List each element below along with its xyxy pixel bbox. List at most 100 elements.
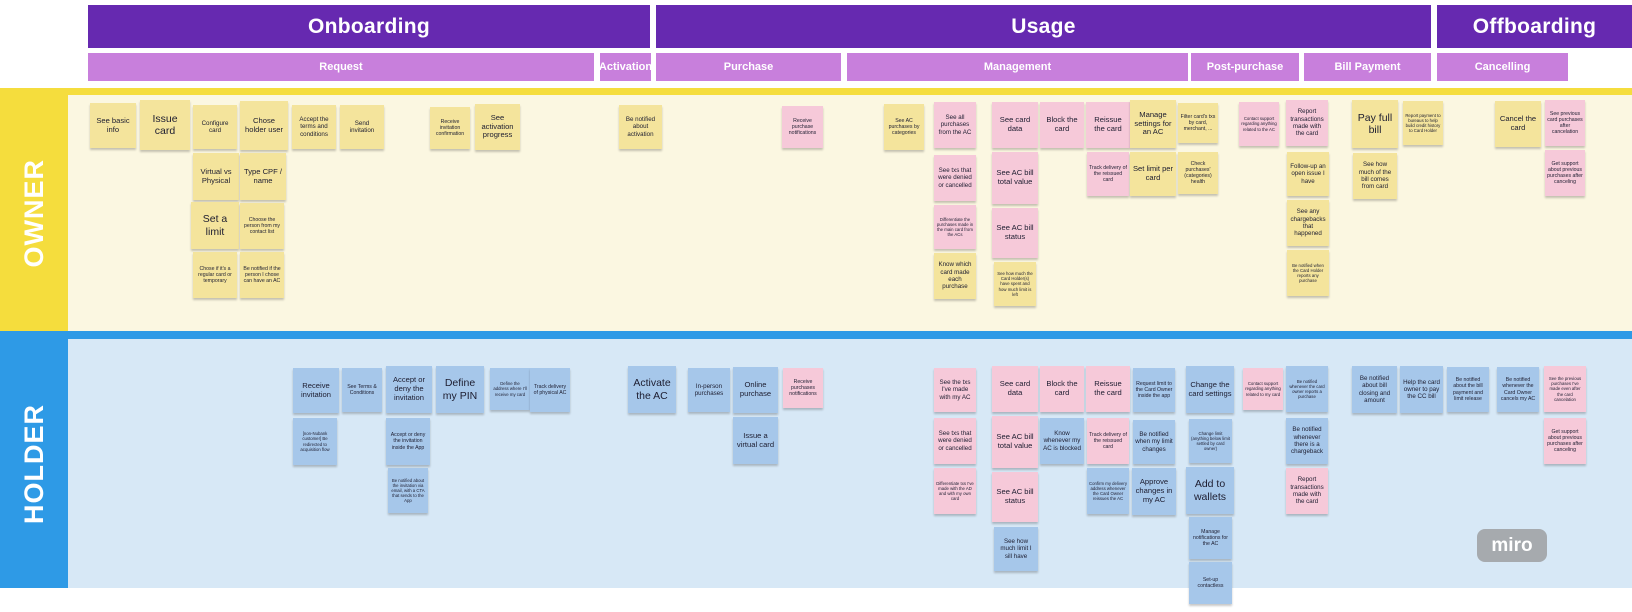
- sticky-note[interactable]: Track delivery of physical AC: [530, 368, 570, 412]
- sticky-note[interactable]: Configure card: [193, 105, 237, 149]
- sticky-note[interactable]: Set limit per card: [1130, 152, 1176, 196]
- sticky-note[interactable]: Receive invitation confirmation: [430, 107, 470, 149]
- sticky-note[interactable]: Block the card: [1040, 102, 1084, 148]
- sticky-note[interactable]: Define the address where I'll receive my…: [490, 368, 530, 410]
- sticky-note[interactable]: Contact support regarding anything relat…: [1239, 102, 1279, 146]
- sticky-note[interactable]: Check purchases' (categories) health: [1178, 152, 1218, 194]
- sticky-note[interactable]: Set-up contactless: [1189, 562, 1232, 604]
- sticky-note[interactable]: See how much of the bill comes from card: [1353, 153, 1397, 199]
- sticky-note[interactable]: Follow-up an open issue I have: [1287, 152, 1329, 196]
- sticky-note[interactable]: See card data: [992, 102, 1038, 148]
- phase-header-onboarding[interactable]: Onboarding: [88, 5, 650, 48]
- sticky-note[interactable]: Differentiate txs I've made with the AD …: [934, 468, 976, 514]
- sticky-note[interactable]: [non-Nubank customer] Be redirected to a…: [293, 418, 337, 465]
- sticky-note[interactable]: Online purchase: [733, 367, 778, 413]
- sticky-note[interactable]: Report transactions made with the card: [1286, 468, 1328, 514]
- sticky-note[interactable]: See Terms & Conditions: [342, 368, 382, 412]
- sticky-note[interactable]: Send invitation: [340, 105, 384, 149]
- sticky-note[interactable]: See card data: [992, 366, 1038, 412]
- sticky-note[interactable]: See AC purchases by categories: [884, 104, 924, 150]
- sticky-note[interactable]: Virtual vs Physical: [193, 153, 239, 200]
- lane-holder-sidebar[interactable]: HOLDER: [0, 339, 68, 588]
- stage-header-purchase[interactable]: Purchase: [656, 53, 841, 81]
- sticky-note[interactable]: Change the card settings: [1186, 366, 1234, 413]
- sticky-note[interactable]: See activation progress: [475, 104, 520, 150]
- sticky-note[interactable]: See how much the Card Holder(s) have spe…: [994, 262, 1036, 306]
- sticky-note[interactable]: Chose holder user: [240, 101, 288, 150]
- stage-header-activation[interactable]: Activation: [599, 53, 652, 81]
- sticky-note[interactable]: Report payment to bureaus to help build …: [1403, 101, 1443, 145]
- sticky-note[interactable]: Reissue the card: [1086, 366, 1130, 412]
- sticky-note[interactable]: See AC bill total value: [992, 416, 1038, 468]
- sticky-note[interactable]: Manage settings for an AC: [1130, 100, 1176, 148]
- sticky-note[interactable]: Be notified about bill closing and amoun…: [1352, 366, 1397, 413]
- sticky-note[interactable]: See AC bill status: [992, 472, 1038, 522]
- sticky-note[interactable]: Be notified about the bill payment and l…: [1447, 367, 1489, 412]
- sticky-note[interactable]: Report transactions made with the card: [1286, 100, 1328, 146]
- sticky-note[interactable]: Differentiate the purchases made in the …: [934, 205, 976, 249]
- sticky-note[interactable]: Be notified whenever the Card Owner canc…: [1497, 367, 1539, 412]
- sticky-note[interactable]: Receive invitation: [293, 368, 339, 413]
- sticky-note[interactable]: Manage notifications for the AC: [1189, 517, 1232, 559]
- sticky-note[interactable]: Be notified when my limit changes: [1133, 420, 1175, 464]
- stage-header-bill-payment[interactable]: Bill Payment: [1304, 53, 1431, 81]
- sticky-note[interactable]: Know which card made each purchase: [934, 253, 976, 299]
- sticky-note[interactable]: See all purchases from the AC: [934, 102, 976, 148]
- sticky-note[interactable]: Accept or deny the invitation: [386, 366, 432, 413]
- sticky-note[interactable]: Define my PIN: [436, 366, 484, 413]
- sticky-note[interactable]: Be notified when the Card Holder reports…: [1287, 250, 1329, 296]
- stage-header-request[interactable]: Request: [88, 53, 594, 81]
- sticky-note[interactable]: Block the card: [1040, 366, 1084, 412]
- sticky-note[interactable]: Accept or deny the invitation inside the…: [386, 418, 430, 465]
- sticky-note[interactable]: Request limit to the Card Owner inside t…: [1133, 368, 1175, 412]
- sticky-note[interactable]: Get support about previous purchases aft…: [1544, 418, 1586, 464]
- sticky-note[interactable]: Contact support regarding anything relat…: [1243, 368, 1283, 410]
- sticky-note[interactable]: Be notified whenever there is a chargeba…: [1286, 418, 1328, 464]
- sticky-note[interactable]: Add to wallets: [1186, 467, 1234, 514]
- sticky-note[interactable]: Issue a virtual card: [733, 417, 778, 464]
- sticky-note[interactable]: Activate the AC: [628, 366, 676, 413]
- sticky-note[interactable]: See any chargebacks that happened: [1287, 200, 1329, 246]
- sticky-note[interactable]: Set a limit: [191, 202, 239, 249]
- sticky-note[interactable]: Receive purchases notifications: [783, 368, 823, 408]
- phase-header-offboarding[interactable]: Offboarding: [1437, 5, 1632, 48]
- phase-header-usage[interactable]: Usage: [656, 5, 1431, 48]
- sticky-note[interactable]: Be notified about activation: [619, 105, 662, 149]
- stage-header-management[interactable]: Management: [847, 53, 1188, 81]
- sticky-note[interactable]: Be notified whenever the card owner repo…: [1286, 366, 1328, 412]
- sticky-note[interactable]: Pay full bill: [1352, 100, 1398, 148]
- sticky-note[interactable]: Help the card owner to pay the CC bill: [1400, 366, 1443, 413]
- sticky-note[interactable]: See basic info: [90, 103, 136, 148]
- sticky-note[interactable]: Reissue the card: [1086, 102, 1130, 148]
- sticky-note[interactable]: See how much limit I sill have: [994, 527, 1038, 571]
- sticky-note[interactable]: Filter card's txs by card, merchant, ...: [1178, 103, 1218, 143]
- sticky-note[interactable]: Choose the person from my contact list: [240, 203, 284, 249]
- sticky-note[interactable]: Change limit (anything below limit settl…: [1189, 419, 1232, 463]
- sticky-note[interactable]: See txs that were denied or cancelled: [934, 418, 976, 464]
- sticky-note[interactable]: Track delivery of the reissued card: [1087, 418, 1129, 464]
- sticky-note[interactable]: See txs that were denied or cancelled: [934, 155, 976, 201]
- sticky-note[interactable]: Track delivery of the reissued card: [1087, 152, 1129, 196]
- sticky-note[interactable]: See previous card purchases after cancel…: [1545, 100, 1585, 146]
- sticky-note[interactable]: Be notified if the person I chose can ha…: [240, 252, 284, 298]
- lane-owner-sidebar[interactable]: OWNER: [0, 95, 68, 331]
- sticky-note[interactable]: Cancel the card: [1495, 101, 1541, 147]
- sticky-note[interactable]: Accept the terms and conditions: [292, 105, 336, 149]
- sticky-note[interactable]: In-person purchases: [688, 368, 730, 412]
- sticky-note[interactable]: Be notified about the invitation via ema…: [388, 468, 428, 513]
- sticky-note[interactable]: See AC bill total value: [992, 152, 1038, 204]
- sticky-note[interactable]: Receive purchase notifications: [782, 106, 823, 148]
- sticky-note[interactable]: See the previous purchases I've made eve…: [1544, 366, 1586, 412]
- sticky-note[interactable]: See AC bill status: [992, 208, 1038, 258]
- sticky-note[interactable]: Confirm my delivery address whenever the…: [1087, 468, 1129, 514]
- stage-header-post-purchase[interactable]: Post-purchase: [1191, 53, 1299, 81]
- sticky-note[interactable]: Get support about previous purchases aft…: [1545, 150, 1585, 196]
- stage-header-cancelling[interactable]: Cancelling: [1437, 53, 1568, 81]
- sticky-note[interactable]: Type CPF / name: [240, 153, 286, 200]
- sticky-note[interactable]: Chose if it's a regular card or temporar…: [193, 252, 237, 298]
- sticky-note[interactable]: Issue card: [140, 100, 190, 150]
- sticky-note[interactable]: See the txs I've made with my AC: [934, 368, 976, 412]
- sticky-note[interactable]: Know whenever my AC is blocked: [1040, 418, 1084, 464]
- sticky-note[interactable]: Approve changes in my AC: [1132, 468, 1176, 515]
